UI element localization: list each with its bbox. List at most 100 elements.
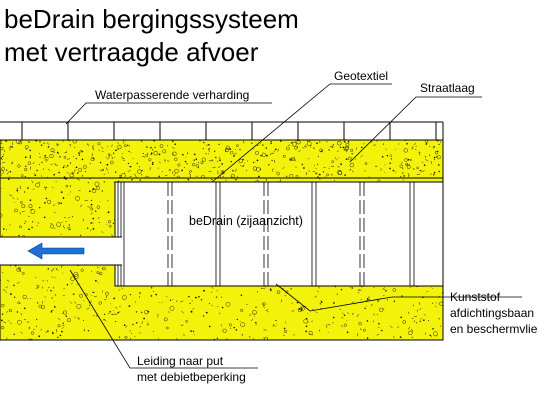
texture-speck — [320, 300, 322, 302]
texture-speck — [190, 311, 193, 313]
texture-speck — [195, 296, 197, 299]
texture-speck — [107, 220, 112, 224]
texture-speck — [55, 328, 58, 333]
texture-speck — [28, 178, 30, 179]
texture-speck — [122, 159, 125, 162]
texture-speck — [58, 171, 60, 174]
texture-speck — [94, 295, 97, 298]
texture-speck — [136, 162, 138, 165]
texture-speck — [173, 173, 176, 177]
texture-speck — [18, 234, 20, 237]
texture-speck — [89, 190, 91, 193]
texture-speck — [161, 301, 163, 303]
texture-speck — [44, 201, 46, 204]
texture-speck — [43, 186, 46, 188]
texture-speck — [309, 147, 311, 148]
texture-speck — [322, 171, 325, 173]
texture-speck — [260, 154, 262, 157]
texture-speck — [303, 146, 305, 148]
texture-speck — [373, 145, 374, 146]
texture-speck — [262, 305, 265, 309]
texture-speck — [441, 292, 443, 294]
texture-speck — [418, 302, 421, 305]
texture-speck — [386, 154, 389, 157]
texture-speck — [208, 148, 210, 152]
texture-speck — [413, 168, 415, 170]
texture-speck — [349, 162, 355, 168]
texture-speck — [69, 185, 72, 187]
texture-speck — [416, 309, 418, 312]
texture-speck — [344, 141, 346, 143]
texture-speck — [91, 291, 94, 294]
texture-speck — [103, 318, 105, 321]
texture-speck — [303, 318, 309, 324]
texture-speck — [433, 156, 436, 159]
texture-speck — [373, 287, 375, 289]
texture-speck — [313, 147, 315, 149]
texture-speck — [434, 150, 439, 155]
texture-speck — [172, 140, 174, 142]
texture-speck — [129, 294, 131, 296]
texture-speck — [141, 140, 143, 142]
texture-speck — [5, 140, 7, 142]
texture-speck — [316, 142, 318, 145]
texture-speck — [151, 163, 154, 166]
flow-direction-arrow — [27, 242, 85, 260]
texture-speck — [383, 308, 385, 310]
texture-speck — [21, 211, 25, 213]
texture-speck — [1, 188, 2, 189]
texture-speck — [381, 329, 383, 332]
texture-speck — [6, 310, 9, 313]
texture-speck — [389, 325, 393, 328]
texture-speck — [276, 290, 281, 294]
texture-speck — [270, 141, 272, 143]
texture-speck — [403, 175, 405, 177]
texture-speck — [159, 144, 164, 148]
texture-speck — [0, 175, 2, 177]
texture-speck — [67, 164, 69, 167]
texture-speck — [29, 149, 32, 152]
texture-speck — [289, 157, 293, 161]
liner-label-line-2: afdichtingsbaan — [450, 306, 534, 320]
texture-speck — [261, 287, 263, 290]
texture-speck — [262, 144, 264, 146]
texture-speck — [190, 330, 192, 332]
texture-speck — [99, 273, 101, 275]
texture-speck — [294, 146, 298, 150]
texture-speck — [65, 315, 68, 317]
texture-speck — [90, 157, 95, 162]
texture-speck — [239, 148, 241, 151]
texture-speck — [123, 158, 125, 160]
texture-speck — [317, 163, 319, 165]
texture-speck — [9, 224, 11, 226]
texture-speck — [88, 145, 90, 147]
texture-speck — [110, 303, 112, 305]
texture-speck — [217, 173, 219, 175]
texture-speck — [222, 171, 225, 175]
texture-speck — [57, 201, 61, 205]
texture-speck — [150, 295, 153, 297]
texture-speck — [96, 271, 100, 274]
texture-speck — [65, 220, 67, 222]
texture-speck — [242, 165, 244, 168]
texture-speck — [392, 169, 395, 172]
texture-speck — [347, 156, 352, 161]
texture-speck — [141, 169, 143, 172]
texture-speck — [398, 143, 400, 145]
texture-speck — [284, 295, 286, 297]
texture-speck — [249, 314, 251, 316]
texture-speck — [255, 323, 258, 326]
texture-speck — [225, 150, 227, 152]
texture-speck — [85, 339, 87, 340]
texture-speck — [37, 225, 38, 227]
texture-speck — [233, 153, 237, 155]
texture-speck — [211, 304, 214, 307]
texture-speck — [162, 149, 167, 154]
texture-speck — [433, 159, 435, 161]
texture-speck — [152, 161, 154, 164]
texture-speck — [332, 144, 334, 146]
texture-speck — [180, 300, 184, 303]
texture-speck — [305, 330, 307, 333]
texture-speck — [52, 186, 54, 188]
